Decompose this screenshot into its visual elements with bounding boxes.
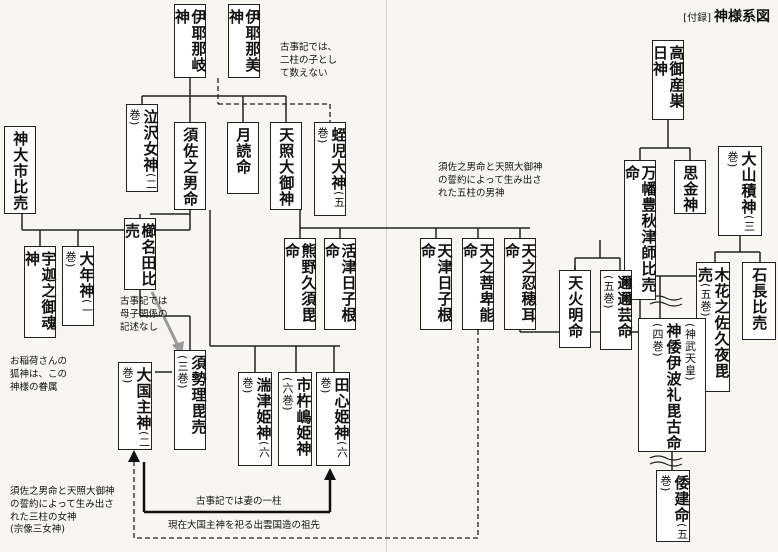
- node-yamatotakeru: 倭建命(五巻): [656, 470, 691, 542]
- node-okuninushi: 大国主神(二巻): [118, 362, 153, 450]
- note-mother: 古事記では 母子関係の 記述なし: [120, 296, 168, 333]
- tagori-note: (六巻): [319, 377, 349, 459]
- node-ninigi: 邇邇芸命(五巻): [600, 270, 634, 350]
- okuninushi-name: 大国主神: [134, 367, 153, 431]
- node-otoshi: 大年神(一巻): [62, 246, 96, 326]
- tagori-name: 田心姫神: [332, 377, 351, 441]
- note-izumo: 現在大国主神を祀る出雲国造の祖先: [168, 520, 321, 531]
- node-omoikane: 思金神: [674, 160, 706, 214]
- node-ikutsuhikone: 活津日子根命: [323, 238, 358, 330]
- node-ichikishima: 市杵嶋姫神(六巻): [278, 372, 313, 466]
- node-tagitsu: 湍津姫神(六巻): [238, 372, 273, 466]
- ninigi-note: (五巻): [602, 275, 615, 310]
- oyamatsumi-note: (三巻): [726, 151, 756, 233]
- hiruko-name: 蛭児大神: [329, 127, 348, 191]
- note-kojiki-hiruko: 古事記では、 二柱の子とし て数えない: [280, 42, 338, 79]
- kamuoichi-label: 神大市比売: [11, 131, 30, 211]
- node-ukanomitama: 宇迦之御魂神: [23, 246, 58, 338]
- oyamatsumi-name: 大山積神: [739, 151, 758, 215]
- node-tsukuyomi: 月読命: [227, 122, 259, 194]
- amatsuhikone-label: 天津日子根命: [419, 243, 454, 323]
- ikutsuhikone-label: 活津日子根命: [323, 243, 358, 323]
- nakisawa-name: 泣沢女神: [141, 109, 160, 173]
- title-text: 神様系図: [714, 9, 770, 25]
- izanami-label: 伊耶那美神: [227, 9, 262, 73]
- omoikane-label: 思金神: [681, 165, 700, 213]
- nakisawa-label: 泣沢女神(二巻): [126, 109, 160, 191]
- suseri-name: 須勢理毘売: [189, 355, 208, 435]
- node-amatsuhikone: 天津日子根命: [419, 238, 454, 330]
- tagitsu-label: 湍津姫神(六巻): [239, 377, 273, 465]
- node-nakisawa: 泣沢女神(二巻): [126, 104, 160, 192]
- tagori-label: 田心姫神(六巻): [317, 377, 351, 465]
- yamatotakeru-note: (五巻): [659, 475, 689, 541]
- jimmu-label: 神倭伊波礼毘古命(四巻): [648, 323, 683, 451]
- iwanaga-label: 石長比売: [750, 267, 769, 331]
- node-susanoo: 須佐之男命: [174, 122, 206, 210]
- hiruko-label: 蛭児大神(五巻): [314, 127, 348, 215]
- ichikishima-note: (六巻): [281, 377, 294, 412]
- page-fold: [386, 0, 387, 552]
- otoshi-note: (一巻): [64, 251, 94, 317]
- amaterasu-label: 天照大御神: [277, 127, 296, 207]
- node-hiruko: 蛭児大神(五巻): [314, 122, 348, 216]
- note-three-females: 須佐之男命と天照大御神 の誓約によって生み出さ れた三柱の女神 (宗像三女神): [10, 486, 115, 536]
- ninigi-label: 邇邇芸命(五巻): [600, 275, 634, 349]
- otoshi-name: 大年神: [77, 251, 96, 299]
- otoshi-label: 大年神(一巻): [62, 251, 96, 325]
- node-takamimusubi: 高御産巣日神: [651, 40, 686, 120]
- node-tagori: 田心姫神(六巻): [316, 372, 351, 466]
- kushinada-label: 櫛名田比売: [123, 223, 158, 287]
- tagitsu-note: (六巻): [241, 377, 271, 459]
- oshihomimi-label: 天之忍穂耳命: [503, 243, 538, 323]
- note-one-wife: 古事記では妻の一柱: [196, 496, 282, 507]
- node-kushinada: 櫛名田比売: [123, 218, 158, 290]
- amenohohi-label: 天之菩卑能命: [461, 243, 496, 323]
- oyamatsumi-label: 大山積神(三巻): [724, 151, 758, 235]
- suseri-label: 須勢理毘売(三巻): [174, 355, 208, 449]
- note-five-males: 須佐之男命と天照大御神 の誓約によって生み出さ れた五柱の男神: [438, 162, 543, 199]
- node-kumanokusubi: 熊野久須毘命: [283, 238, 318, 330]
- node-oshihomimi: 天之忍穂耳命: [503, 238, 538, 330]
- appendix-tag: [付録]: [683, 13, 711, 24]
- izanagi-label: 伊耶那岐神: [173, 9, 208, 73]
- amenohoakari-label: 天火明命: [566, 275, 585, 339]
- node-amenohoakari: 天火明命: [559, 270, 591, 348]
- jimmu-title: (神武天皇): [683, 323, 697, 382]
- node-oyamatsumi: 大山積神(三巻): [718, 146, 762, 236]
- konohana-name: 木花之佐久夜毘売: [696, 267, 731, 379]
- suseri-note: (三巻): [176, 355, 189, 390]
- note-inari: お稲荷さんの 狐神は、この 神様の眷属: [10, 356, 68, 393]
- kumanokusubi-label: 熊野久須毘命: [283, 243, 318, 323]
- node-izanagi: 伊耶那岐神: [173, 4, 208, 78]
- jimmu-name: 神倭伊波礼毘古命: [664, 323, 683, 451]
- page-title: [付録]神様系図: [683, 6, 770, 26]
- node-kamuoichi: 神大市比売: [4, 126, 36, 214]
- takamimusubi-label: 高御産巣日神: [651, 45, 686, 109]
- yorozuhata-label: 万幡豊秋津師比売命: [623, 165, 658, 293]
- susanoo-label: 須佐之男命: [181, 127, 200, 207]
- node-suseri: 須勢理毘売(三巻): [174, 350, 208, 450]
- nakisawa-note: (二巻): [128, 109, 158, 191]
- konohana-label: 木花之佐久夜毘売(五巻): [696, 267, 731, 391]
- node-jimmu: 神倭伊波礼毘古命(四巻) (神武天皇): [638, 318, 706, 452]
- konohana-note: (五巻): [699, 283, 712, 318]
- yamatotakeru-label: 倭建命(五巻): [657, 475, 691, 541]
- ukanomitama-label: 宇迦之御魂神: [23, 251, 58, 331]
- node-izanami: 伊耶那美神: [227, 4, 262, 78]
- ichikishima-label: 市杵嶋姫神(六巻): [279, 377, 313, 465]
- ninigi-name: 邇邇芸命: [615, 275, 634, 339]
- jimmu-note: (四巻): [650, 323, 664, 358]
- tagitsu-name: 湍津姫神: [254, 377, 273, 441]
- tsukuyomi-label: 月読命: [234, 127, 253, 175]
- hiruko-note: (五巻): [316, 127, 346, 209]
- node-amaterasu: 天照大御神: [270, 122, 302, 210]
- okuninushi-note: (二巻): [121, 367, 151, 449]
- ichikishima-name: 市杵嶋姫神: [294, 377, 313, 457]
- node-iwanaga: 石長比売: [742, 262, 776, 340]
- okuninushi-label: 大国主神(二巻): [119, 367, 153, 449]
- yamatotakeru-name: 倭建命: [672, 475, 691, 523]
- node-amenohohi: 天之菩卑能命: [461, 238, 496, 330]
